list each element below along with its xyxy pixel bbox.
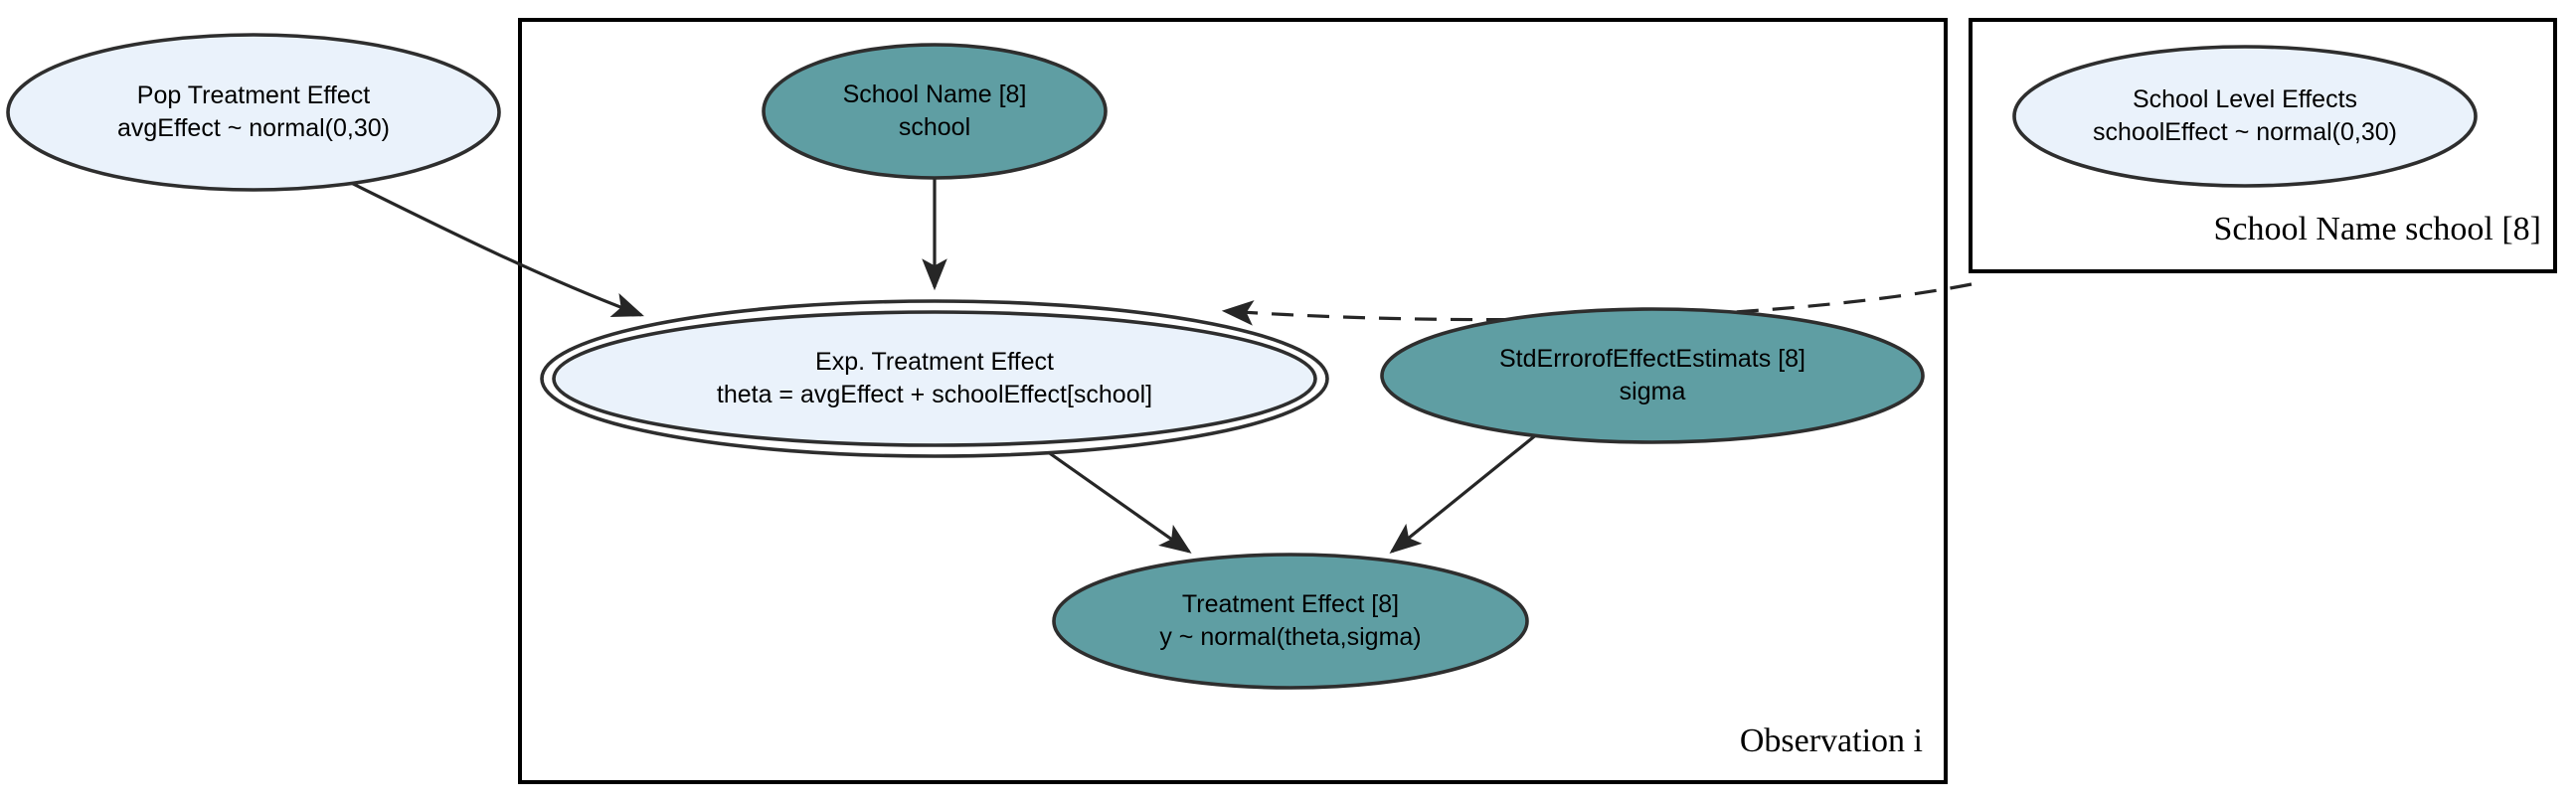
node-treatment-effect[interactable]	[1052, 553, 1529, 690]
pop-treatment-effect-ellipse[interactable]	[6, 33, 501, 192]
edge-theta-to-y	[1043, 447, 1192, 554]
node-std-error-of-effect-estimates[interactable]	[1380, 307, 1925, 444]
plate-school	[1969, 18, 2557, 273]
school-level-effects-ellipse[interactable]	[2012, 45, 2478, 188]
node-school-level-effects[interactable]	[2012, 45, 2478, 188]
edge-sigma-to-y	[1389, 427, 1545, 555]
node-exp-treatment-effect[interactable]	[540, 299, 1329, 458]
plate-school-label: School Name school [8]	[2213, 211, 2541, 247]
treatment-effect-ellipse[interactable]	[1052, 553, 1529, 690]
school-name-ellipse[interactable]	[762, 43, 1108, 180]
plate-observation-border	[518, 18, 1948, 784]
node-pop-treatment-effect[interactable]	[6, 33, 501, 192]
plate-observation	[518, 18, 1948, 784]
exp-treatment-effect-inner-ellipse[interactable]	[552, 310, 1317, 447]
plate-observation-label: Observation i	[1739, 723, 1923, 759]
plate-school-border	[1969, 18, 2557, 273]
std-error-of-effect-estimates-ellipse[interactable]	[1380, 307, 1925, 444]
node-school-name[interactable]	[762, 43, 1108, 180]
edge-avgeffect-to-theta	[334, 173, 644, 317]
